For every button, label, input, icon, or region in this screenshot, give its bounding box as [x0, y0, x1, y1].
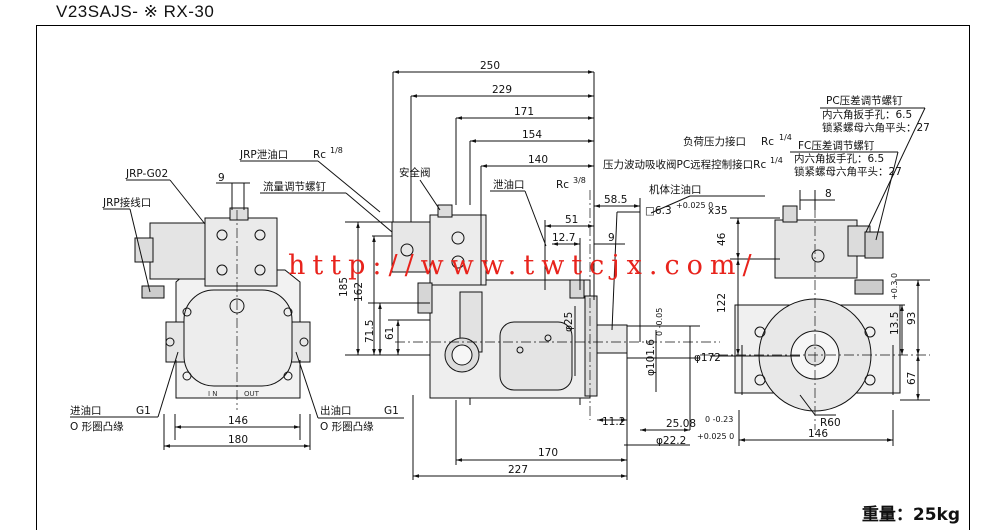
right-view-pump	[734, 205, 901, 412]
dim-154: 154	[522, 129, 542, 141]
label-key-tol: +0.025 0	[676, 201, 713, 210]
dim-9-left: 9	[218, 172, 225, 184]
dim-12-7: 12.7	[552, 232, 575, 244]
center-view-pump	[391, 204, 628, 405]
dim-11-2: 11.2	[602, 416, 625, 428]
dim-51: 51	[565, 214, 578, 226]
label-rc-1-4-a: Rc	[761, 136, 774, 148]
dim-58-5: 58.5	[604, 194, 627, 206]
dim-67: 67	[906, 372, 918, 385]
dim-phi-101-6-tol: 0 -0.05	[655, 308, 664, 336]
dim-8: 8	[825, 188, 832, 200]
dim-171: 171	[514, 106, 534, 118]
label-inlet: 进油口	[70, 404, 102, 417]
dim-46: 46	[716, 232, 728, 246]
stamp-out: OUT	[244, 390, 260, 398]
label-pc-hex-wrench: 内六角扳手孔：6.5	[822, 108, 912, 121]
label-inlet-oring: O 形圈凸缘	[70, 420, 124, 433]
frame-left	[36, 25, 37, 530]
label-pc-remote-port: 压力波动吸收阀PC远程控制接口Rc	[603, 158, 766, 171]
dim-r60: R60	[820, 417, 841, 429]
dim-9-top: 9	[608, 232, 615, 244]
label-jrp-port: JRP接线口	[102, 196, 151, 209]
dim-61: 61	[384, 327, 396, 340]
dim-122: 122	[716, 293, 728, 313]
label-pc-screw: PC压差调节螺钉	[826, 94, 903, 107]
dim-13-5: 13.5	[889, 312, 901, 335]
label-load-pressure-port: 负荷压力接口	[683, 135, 746, 148]
watermark-url: http://www.twtcjx.com/	[288, 250, 759, 281]
dim-229: 229	[492, 84, 512, 96]
label-rc-3-8: Rc	[556, 179, 569, 191]
label-fc-screw: FC压差调节螺钉	[798, 139, 875, 152]
dim-phi-22-2: φ22.2	[656, 435, 686, 447]
dim-162: 162	[353, 282, 365, 302]
dim-250: 250	[480, 60, 500, 72]
label-rc-3-8-sup: 3/8	[573, 176, 586, 185]
label-safety-valve: 安全阀	[399, 166, 431, 179]
label-key-len: x35	[708, 205, 728, 217]
label-rc-1-8-sup: 1/8	[330, 146, 343, 155]
dim-25-08-tol: 0 -0.23	[705, 415, 733, 424]
label-inlet-g1: G1	[136, 405, 151, 417]
left-view-pump	[134, 207, 311, 399]
label-jrp-drain: JRP泄油口	[239, 148, 288, 161]
dim-71-5: 71.5	[364, 320, 376, 343]
label-key-spec: □6.3	[645, 205, 672, 217]
dim-146-right: 146	[808, 428, 828, 440]
label-rc-1-4-a-sup: 1/4	[779, 133, 792, 142]
label-jrp-g02: JRP-G02	[125, 168, 168, 180]
label-outlet-oring: O 形圈凸缘	[320, 420, 374, 433]
weight-label: 重量：25kg	[861, 505, 960, 525]
label-rc-1-8: Rc	[313, 149, 326, 161]
label-fc-lock-nut: 锁紧螺母六角平头：27	[794, 165, 902, 178]
dim-227: 227	[508, 464, 528, 476]
dim-170: 170	[538, 447, 558, 459]
frame-right	[969, 25, 970, 530]
dim-146-left: 146	[228, 415, 248, 427]
dim-180: 180	[228, 434, 248, 446]
drawing-title: V23SAJS- ※ RX-30	[56, 2, 215, 21]
label-body-fill-port: 机体注油口	[649, 183, 702, 196]
dim-140: 140	[528, 154, 548, 166]
frame-top	[36, 25, 970, 26]
label-fc-hex-wrench: 内六角扳手孔：6.5	[794, 152, 884, 165]
dim-phi-101-6: φ101.6	[645, 339, 657, 376]
label-drain-port: 泄油口	[493, 178, 525, 191]
label-flow-screw: 流量调节螺钉	[263, 180, 326, 193]
label-pc-lock-nut: 锁紧螺母六角平头：27	[822, 121, 930, 134]
dim-25-08: 25.08	[666, 418, 696, 430]
label-pc-remote-sup: 1/4	[770, 156, 783, 165]
dim-93: 93	[906, 312, 918, 325]
dim-phi-172: φ172	[694, 352, 721, 364]
dim-13-5-tol: +0.3 0	[890, 273, 899, 300]
dim-185: 185	[338, 277, 350, 297]
label-outlet-g1: G1	[384, 405, 399, 417]
label-outlet: 出油口	[320, 404, 352, 417]
dim-phi-25: φ25	[563, 312, 575, 332]
dim-phi-22-2-tol: +0.025 0	[697, 432, 734, 441]
stamp-in: I N	[208, 390, 218, 398]
